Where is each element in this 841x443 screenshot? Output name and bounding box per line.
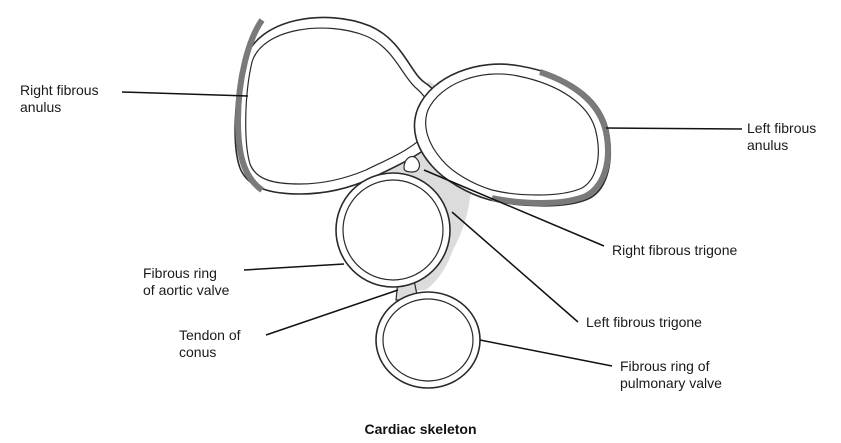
- leader-fibrous-ring-aortic: [244, 264, 344, 270]
- label-fibrous-ring-aortic: Fibrous ring of aortic valve: [143, 265, 229, 299]
- aortic-valve-ring-inner: [343, 180, 443, 280]
- label-tendon-of-conus: Tendon of conus: [179, 327, 241, 361]
- diagram-caption: Cardiac skeleton: [0, 421, 841, 437]
- leader-fibrous-ring-pulmonary: [480, 340, 612, 366]
- label-left-fibrous-anulus: Left fibrous anulus: [747, 120, 816, 154]
- leader-left-fibrous-anulus: [606, 128, 742, 129]
- pulmonary-valve-ring-inner: [383, 299, 473, 381]
- label-left-fibrous-trigone: Left fibrous trigone: [586, 314, 702, 331]
- leader-left-fibrous-trigone: [452, 212, 578, 322]
- label-right-fibrous-anulus: Right fibrous anulus: [20, 82, 99, 116]
- label-right-fibrous-trigone: Right fibrous trigone: [612, 242, 737, 259]
- label-fibrous-ring-pulmonary: Fibrous ring of pulmonary valve: [620, 358, 722, 392]
- leader-right-fibrous-anulus: [122, 92, 248, 96]
